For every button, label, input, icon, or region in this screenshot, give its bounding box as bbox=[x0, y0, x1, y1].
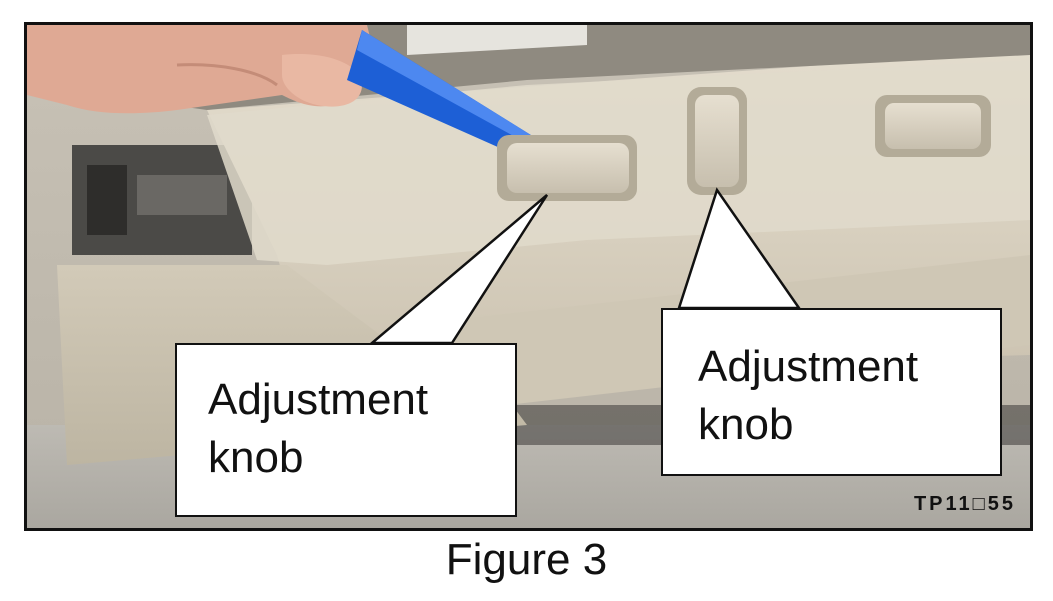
technician-hand bbox=[27, 25, 372, 114]
callout-adjustment-knob-left: Adjustment knob bbox=[175, 343, 517, 517]
callout-text-line: Adjustment bbox=[698, 342, 919, 391]
callout-text-line: knob bbox=[698, 400, 794, 450]
photo-reference-code: TP11□55 bbox=[913, 493, 1016, 515]
callout-adjustment-knob-right: Adjustment knob bbox=[661, 308, 1002, 476]
seat-photo: Adjustment knob Adjustment knob TP11□55 bbox=[24, 22, 1033, 531]
callout-text-line: knob bbox=[208, 433, 304, 483]
callout-text-line: Adjustment bbox=[208, 375, 429, 424]
figure-caption: Figure 3 bbox=[445, 535, 608, 584]
